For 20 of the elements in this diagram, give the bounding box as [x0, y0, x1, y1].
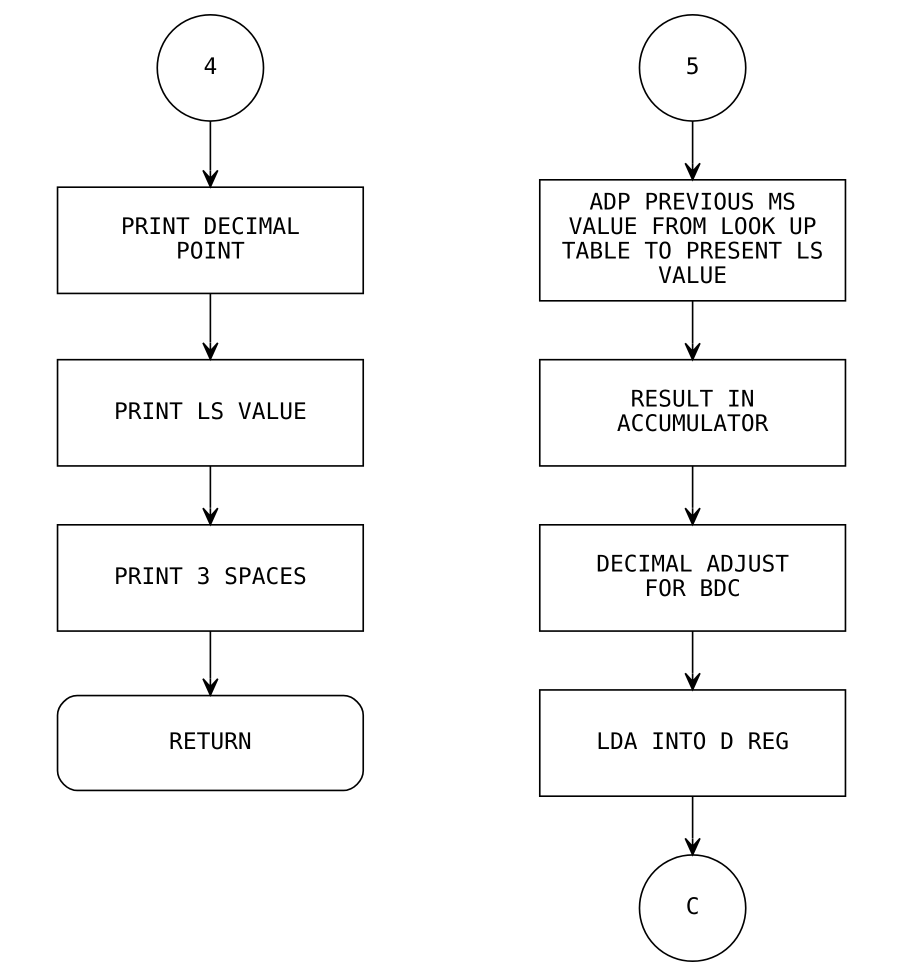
node-circle: 5 [638, 14, 747, 122]
node-box: LDA INTO D REG [538, 689, 846, 797]
node-box: ADP PREVIOUS MS VALUE FROM LOOK UP TABLE TO PRESENT LS VALUE [538, 179, 846, 302]
arrow [684, 466, 701, 526]
arrow [202, 121, 219, 188]
arrow [202, 294, 219, 360]
node-circle: 4 [156, 14, 264, 122]
arrow [202, 466, 219, 526]
arrow [684, 301, 701, 360]
node-box: PRINT 3 SPACES [56, 524, 364, 632]
node-box: RESULT IN ACCUMULATOR [538, 358, 846, 467]
node-box: PRINT DECIMAL POINT [56, 186, 364, 294]
arrow [202, 631, 219, 696]
node-box: RETURN [56, 694, 364, 792]
arrow [684, 631, 701, 690]
node-circle: C [638, 854, 747, 962]
arrow [684, 121, 701, 180]
node-box: DECIMAL ADJUST FOR BDC [538, 524, 846, 632]
node-box: PRINT LS VALUE [56, 358, 364, 467]
arrow [684, 796, 701, 856]
